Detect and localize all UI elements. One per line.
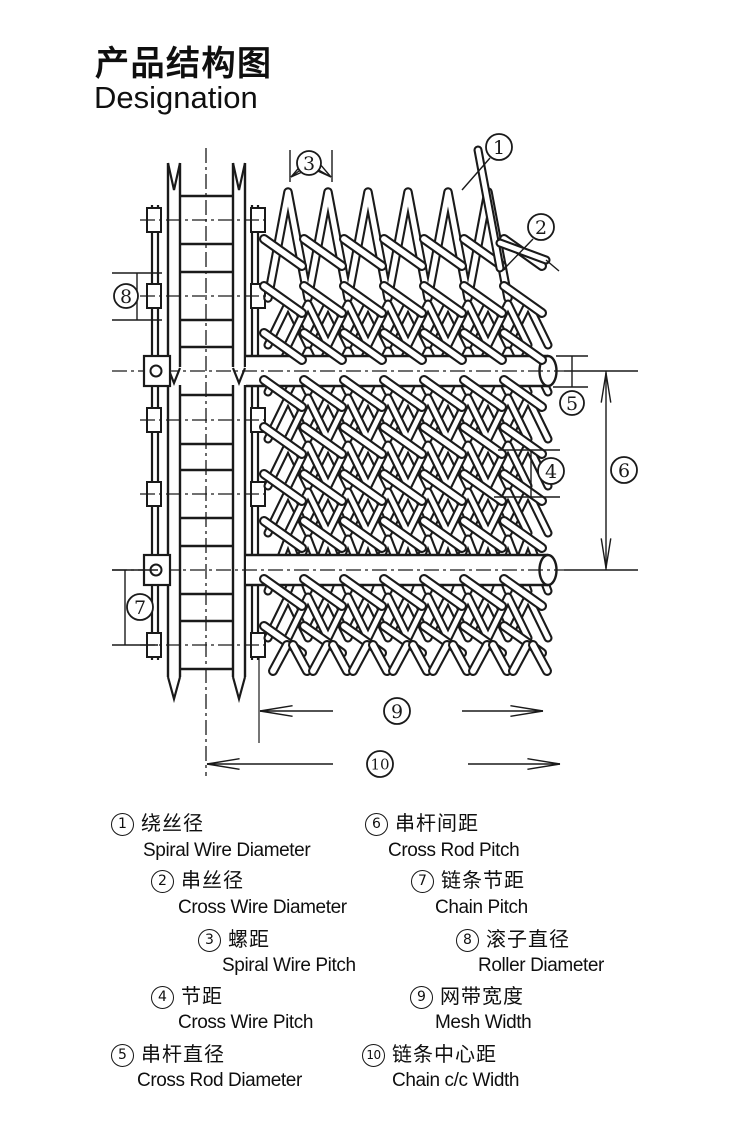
legend-label-en-10: Chain c/c Width <box>392 1070 520 1091</box>
legend-label-en-2: Cross Wire Diameter <box>178 897 347 918</box>
legend-label-en-3: Spiral Wire Pitch <box>222 955 356 976</box>
legend-label-zh-4: 节距 <box>181 986 223 1008</box>
callout-circle-6 <box>610 456 638 484</box>
legend-item-10: 10 链条中心距 <box>362 1043 497 1067</box>
legend-label-en-5: Cross Rod Diameter <box>137 1070 302 1091</box>
legend-number-5: 5 <box>111 1043 134 1067</box>
callout-circle-10 <box>366 750 394 778</box>
legend-item-4: 4 节距 <box>151 985 223 1009</box>
legend-number-3: 3 <box>198 928 221 952</box>
legend-label-en-9: Mesh Width <box>435 1012 532 1033</box>
callout-number-5: 5 <box>566 393 578 415</box>
legend-number-2: 2 <box>151 869 174 893</box>
legend-label-en-4: Cross Wire Pitch <box>178 1012 314 1033</box>
callout-number-6: 6 <box>618 460 630 482</box>
callout-circle-1 <box>485 133 513 161</box>
legend-item-9: 9 网带宽度 <box>410 985 524 1009</box>
legend-item-7: 7 链条节距 <box>411 869 525 893</box>
legend-number-10: 10 <box>362 1043 385 1067</box>
callout-circle-7 <box>126 593 154 621</box>
callout-circle-2 <box>527 213 555 241</box>
structure-diagram: 1 2 3 4 5 6 7 8 9 10 <box>112 133 638 778</box>
legend-item-3: 3 螺距 <box>198 928 270 952</box>
page-title-zh: 产品结构图 <box>95 45 273 83</box>
callout-number-7: 7 <box>134 597 146 619</box>
legend-item-1: 1 绕丝径 <box>111 812 204 836</box>
legend-label-zh-2: 串丝径 <box>181 870 244 892</box>
legend-label-zh-5: 串杆直径 <box>141 1044 225 1066</box>
callout-number-9: 9 <box>391 701 403 723</box>
callout-circle-4 <box>537 457 565 485</box>
legend-item-5: 5 串杆直径 <box>111 1043 225 1067</box>
legend-number-1: 1 <box>111 812 134 836</box>
legend-label-en-7: Chain Pitch <box>435 897 528 918</box>
legend-item-6: 6 串杆间距 <box>365 812 479 836</box>
callout-circle-5 <box>559 390 585 416</box>
callout-number-3: 3 <box>303 153 315 175</box>
callout-circle-9 <box>383 697 411 725</box>
callout-number-8: 8 <box>120 286 132 308</box>
page-title-en: Designation <box>94 80 258 115</box>
callout-circle-8 <box>113 283 139 309</box>
legend-label-en-6: Cross Rod Pitch <box>388 840 520 861</box>
legend-label-en-8: Roller Diameter <box>478 955 604 976</box>
callout-number-4: 4 <box>545 461 557 483</box>
legend-label-zh-7: 链条节距 <box>441 870 525 892</box>
callout-number-1: 1 <box>493 137 505 159</box>
legend-label-zh-10: 链条中心距 <box>392 1044 497 1066</box>
callout-circle-3 <box>296 150 322 176</box>
legend-item-8: 8 滚子直径 <box>456 928 570 952</box>
legend-label-zh-8: 滚子直径 <box>486 929 570 951</box>
legend-number-6: 6 <box>365 812 388 836</box>
legend-number-8: 8 <box>456 928 479 952</box>
legend-label-zh-6: 串杆间距 <box>395 813 479 835</box>
legend-number-4: 4 <box>151 985 174 1009</box>
legend-label-zh-1: 绕丝径 <box>141 813 204 835</box>
callout-number-10: 10 <box>370 755 389 773</box>
legend-label-zh-3: 螺距 <box>228 929 270 951</box>
legend-number-7: 7 <box>411 869 434 893</box>
legend-item-2: 2 串丝径 <box>151 869 244 893</box>
legend-label-zh-9: 网带宽度 <box>440 986 524 1008</box>
callout-number-2: 2 <box>535 217 547 239</box>
legend-number-9: 9 <box>410 985 433 1009</box>
legend-label-en-1: Spiral Wire Diameter <box>143 840 311 861</box>
